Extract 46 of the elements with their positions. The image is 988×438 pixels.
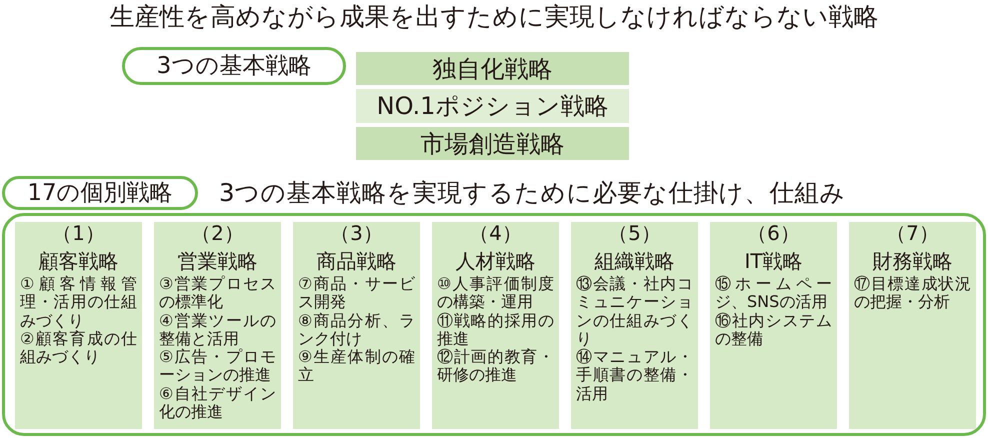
strategy-item: ⑯社内システムの整備 [715, 312, 832, 348]
column-number: （3） [329, 222, 384, 244]
strategy-item: ③営業プロセスの標準化 [159, 275, 276, 312]
strategy-column [710, 222, 837, 429]
column-number: （4） [468, 222, 523, 244]
strategy-item: ⑤広告・プロモーションの推進 [159, 348, 276, 385]
column-heading: 営業戦略 [176, 250, 258, 273]
column-heading: 顧客戦略 [38, 250, 120, 273]
strategy-column [432, 222, 559, 429]
column-heading: 人材戦略 [454, 250, 536, 273]
strategy-column [293, 222, 420, 429]
strategy-item: ⑦商品・サービス開発 [298, 275, 415, 312]
strategy-item: ⑭マニュアル・手順書の整備・活用 [576, 348, 693, 404]
strategy-item: ⑰目標達成状況の把握・分析 [854, 275, 971, 312]
strategy-item: ⑧商品分析、ランク付け [298, 312, 415, 348]
rounded-label: 3つの基本戦略 [122, 47, 346, 85]
strategy-column [15, 222, 142, 429]
rounded-label: 17の個別戦略 [2, 176, 198, 210]
column-number: （6） [746, 222, 801, 244]
strategy-item: ⑥自社デザイン化の推進 [159, 384, 276, 422]
column-heading: 財務戦略 [872, 250, 954, 273]
column-number: （7） [885, 222, 940, 244]
strategy-column [571, 222, 698, 429]
column-number: （5） [607, 222, 662, 244]
strategy-box: 市場創造戦略 [356, 127, 629, 160]
strategy-box: NO.1ポジション戦略 [356, 89, 629, 123]
strategy-column [849, 222, 976, 429]
column-heading: 商品戦略 [316, 250, 398, 273]
strategy-item: ⑫計画的教育・研修の推進 [437, 348, 554, 385]
strategy-item: ⑪戦略的採用の推進 [437, 312, 554, 348]
column-heading: IT戦略 [743, 250, 804, 273]
column-heading: 組織戦略 [594, 250, 676, 273]
rounded-frame [2, 213, 986, 436]
caption-text: 3つの基本戦略を実現するために必要な仕掛け、仕組み [219, 177, 846, 209]
strategy-item: ②顧客育成の仕組みづくり [20, 330, 137, 366]
strategy-item: ④営業ツールの整備と活用 [159, 312, 276, 348]
column-number: （1） [51, 222, 106, 244]
strategy-item: ⑩人事評価制度の構築・運用 [437, 275, 554, 312]
strategy-item: ⑨生産体制の確立 [298, 348, 415, 385]
column-number: （2） [190, 222, 245, 244]
strategy-column [154, 222, 281, 429]
strategy-box: 独自化戦略 [356, 52, 629, 85]
strategy-item: ①顧客情報管理・活用の仕組みづくり [20, 275, 137, 330]
title: 生産性を高めながら成果を出すために実現しなければならない戦略 [108, 2, 880, 32]
strategy-item: ⑬会議・社内コミュニケーションの仕組みづくり [576, 275, 693, 348]
strategy-item: ⑮ホームページ、SNSの活用 [715, 275, 832, 312]
